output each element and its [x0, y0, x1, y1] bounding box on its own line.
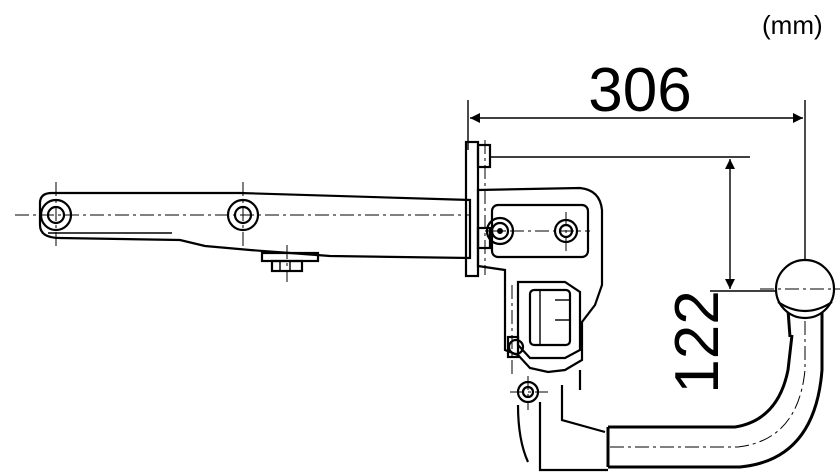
tow-bar-lower-edge — [608, 330, 824, 469]
mount-hole-middle-inner — [233, 205, 253, 225]
mount-hole-middle-outer — [226, 198, 260, 232]
dimension-horizontal: 306 — [467, 56, 806, 282]
dimension-vertical: 122 — [490, 156, 790, 394]
dimension-value-horizontal: 306 — [588, 56, 691, 125]
lock-mechanism — [516, 280, 582, 360]
dimension-value-vertical: 122 — [663, 290, 732, 393]
units-label: (mm) — [762, 10, 823, 40]
mount-hole-left-inner — [46, 205, 66, 225]
mount-hole-left-outer — [39, 198, 73, 232]
plate-outline — [464, 140, 480, 278]
mounting-arm — [15, 182, 472, 282]
tow-bar-centerline — [610, 300, 806, 448]
tow-bar — [538, 258, 840, 472]
hitch-housing — [476, 186, 606, 463]
plate-top-bolt — [476, 143, 492, 169]
tow-bar-upper-edge — [608, 334, 794, 429]
